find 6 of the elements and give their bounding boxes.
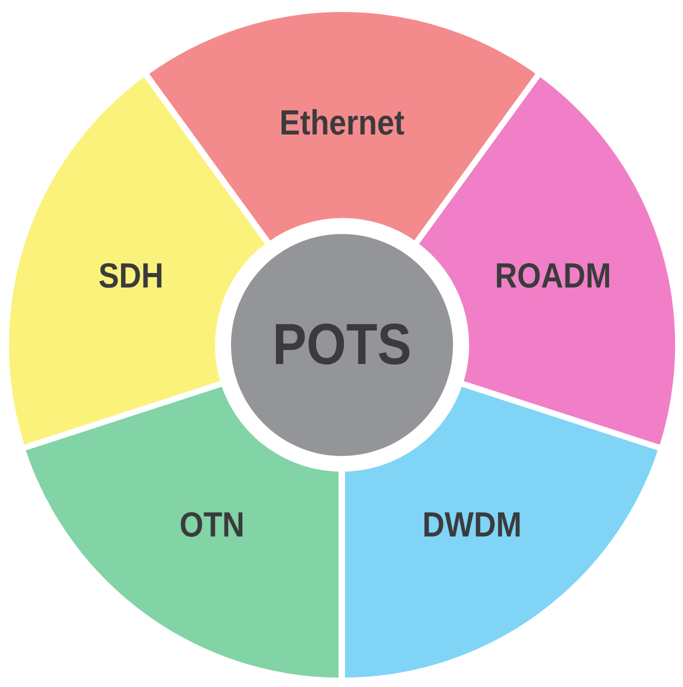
segment-label: OTN [179,507,244,542]
segment-label: Ethernet [280,106,404,140]
center-label: POTS [272,316,412,374]
segment-label: SDH [98,258,164,294]
segment-label: ROADM [494,258,612,294]
segment-label: DWDM [422,507,522,542]
